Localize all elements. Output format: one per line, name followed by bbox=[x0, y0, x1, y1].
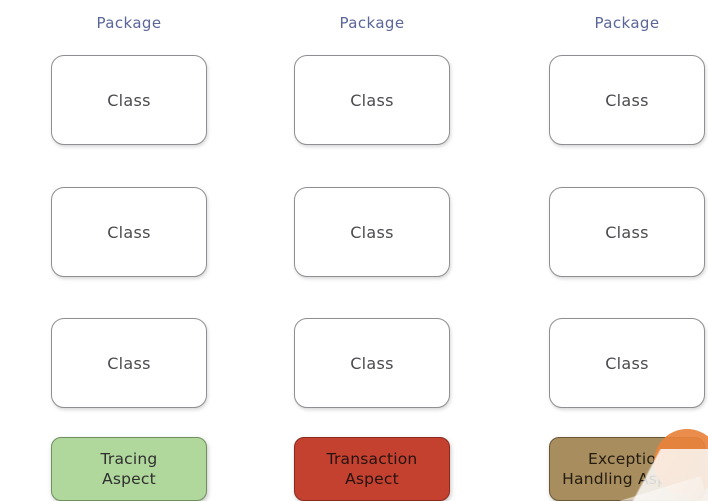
class-label: Class bbox=[107, 353, 151, 373]
package-label: Package bbox=[96, 14, 162, 32]
class-box[interactable]: Class bbox=[549, 318, 705, 408]
aspect-label-line2: Aspect bbox=[345, 470, 399, 488]
class-label: Class bbox=[605, 90, 649, 110]
aspect-label-line2: Handling Aspect bbox=[562, 470, 692, 488]
class-label: Class bbox=[107, 222, 151, 242]
class-box[interactable]: Class bbox=[549, 187, 705, 277]
aspect-label-line1: Transaction bbox=[326, 449, 418, 468]
class-box[interactable]: Class bbox=[294, 187, 450, 277]
aspect-label-line1: Tracing bbox=[100, 449, 158, 468]
package-label: Package bbox=[594, 14, 660, 32]
class-box[interactable]: Class bbox=[51, 318, 207, 408]
class-box[interactable]: Class bbox=[294, 318, 450, 408]
class-box[interactable]: Class bbox=[51, 55, 207, 145]
package-column-1: Package Class Class Class Tracing Aspect bbox=[51, 0, 207, 501]
package-label: Package bbox=[339, 14, 405, 32]
class-label: Class bbox=[350, 222, 394, 242]
class-label: Class bbox=[605, 222, 649, 242]
tracing-aspect-box[interactable]: Tracing Aspect bbox=[51, 437, 207, 501]
class-box[interactable]: Class bbox=[294, 55, 450, 145]
aspect-label-line1: Exception bbox=[587, 449, 667, 468]
class-label: Class bbox=[350, 353, 394, 373]
package-column-3: Package Class Class Class Exception Hand… bbox=[549, 0, 705, 501]
transaction-aspect-box[interactable]: Transaction Aspect bbox=[294, 437, 450, 501]
class-box[interactable]: Class bbox=[51, 187, 207, 277]
exception-handling-aspect-box[interactable]: Exception Handling Aspect bbox=[549, 437, 705, 501]
class-box[interactable]: Class bbox=[549, 55, 705, 145]
class-label: Class bbox=[605, 353, 649, 373]
package-column-2: Package Class Class Class Transaction As… bbox=[294, 0, 450, 501]
aspect-label-line2: Aspect bbox=[102, 470, 156, 488]
class-label: Class bbox=[107, 90, 151, 110]
class-label: Class bbox=[350, 90, 394, 110]
